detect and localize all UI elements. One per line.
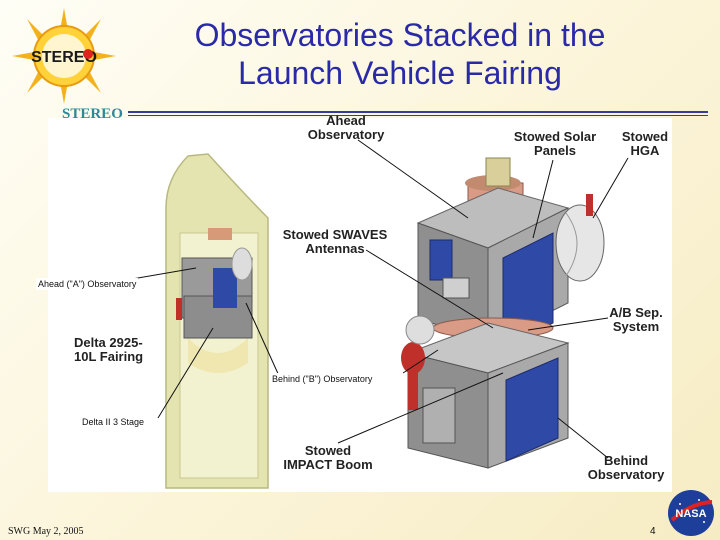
label-ab-sep-system: A/B Sep. System bbox=[609, 305, 663, 334]
footer-date: SWG May 2, 2005 bbox=[8, 526, 84, 537]
nasa-text: NASA bbox=[675, 508, 706, 520]
label-delta-fairing: Delta 2925-10L Fairing bbox=[74, 335, 144, 364]
label-stowed-hga: Stowed HGA bbox=[621, 129, 669, 158]
page-number: 4 bbox=[650, 526, 656, 537]
title-line-1: Observatories Stacked in the bbox=[194, 17, 606, 53]
header-rule-thin bbox=[128, 115, 708, 116]
label-ahead-observatory: Ahead Observatory bbox=[307, 113, 385, 142]
nasa-logo: NASA bbox=[668, 490, 714, 536]
label-ahead-a-observatory: Ahead ("A") Observatory bbox=[36, 278, 139, 290]
label-stowed-solar-panels: Stowed Solar Panels bbox=[513, 129, 597, 158]
label-behind-observatory: Behind Observatory bbox=[587, 453, 665, 482]
label-stowed-impact-boom: Stowed IMPACT Boom bbox=[283, 443, 373, 472]
label-delta-stage: Delta II 3 Stage bbox=[80, 416, 147, 428]
logo-text: STEREO bbox=[31, 49, 97, 66]
label-stowed-swaves: Stowed SWAVES Antennas bbox=[282, 227, 388, 256]
stereo-logo: STEREO bbox=[12, 8, 116, 104]
fairing-illustration bbox=[165, 153, 269, 489]
observatory-illustration bbox=[125, 139, 629, 489]
stacked-observatories bbox=[401, 157, 605, 469]
title-line-2: Launch Vehicle Fairing bbox=[238, 55, 562, 91]
label-behind-b-observatory: Behind ("B") Observatory bbox=[270, 373, 375, 385]
slide-title: Observatories Stacked in the Launch Vehi… bbox=[130, 16, 670, 92]
header-rule bbox=[128, 111, 708, 113]
